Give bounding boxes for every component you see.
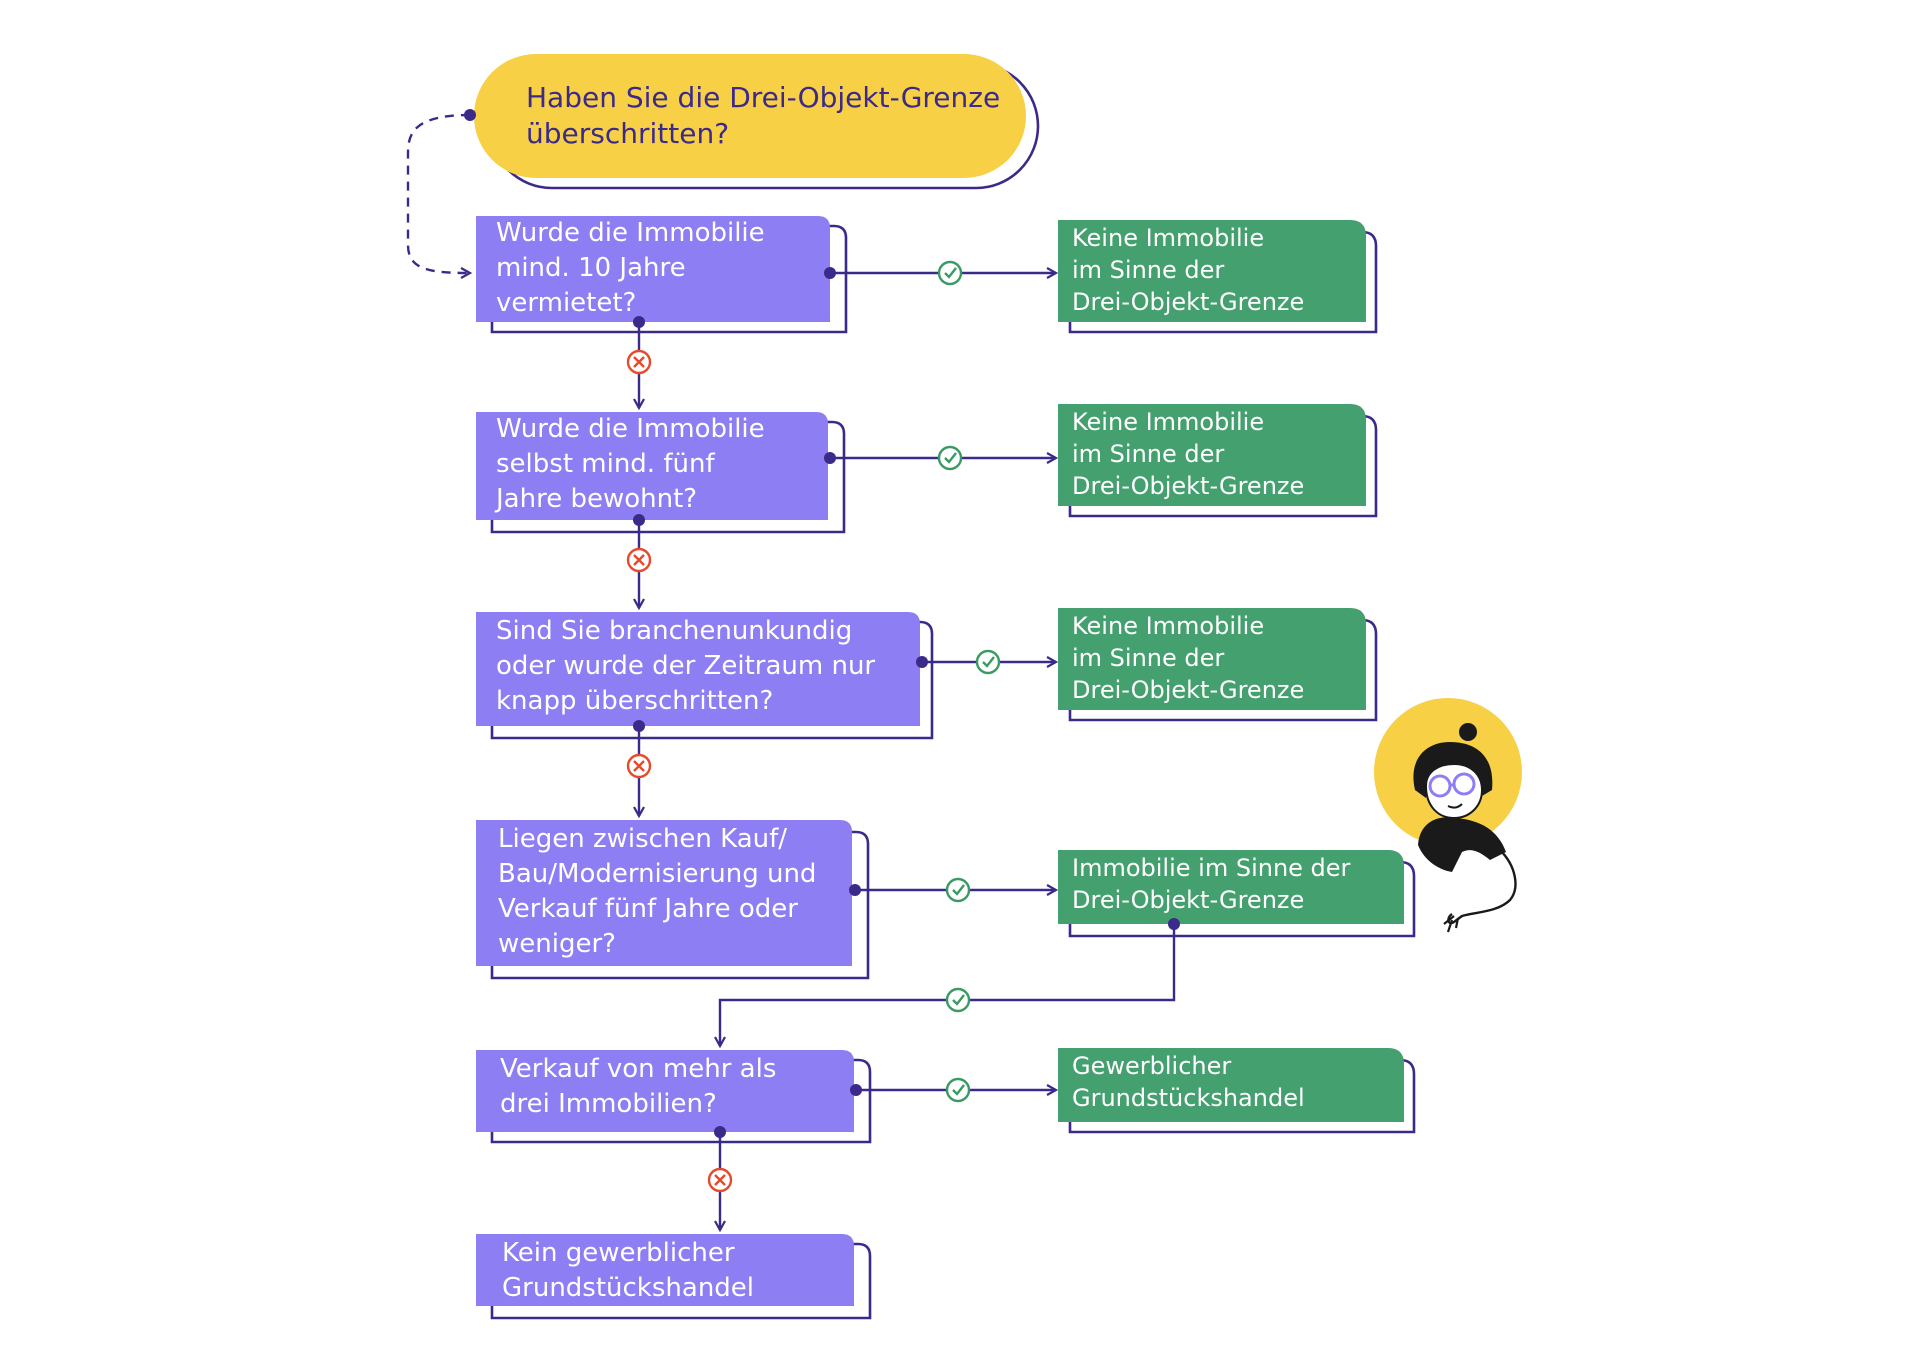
no-cross-icon <box>626 547 652 573</box>
result-r4-text: Immobilie im Sinne der Drei-Objekt-Grenz… <box>1072 852 1350 916</box>
question-node-q2 <box>476 412 846 534</box>
q6-line-1: Kein gewerblicher <box>502 1238 735 1268</box>
q1-line-1: Wurde die Immobilie <box>496 218 765 248</box>
q2-line-3: Jahre bewohnt? <box>496 484 698 514</box>
q4-line-2: Bau/Modernisierung und <box>498 859 817 889</box>
start-line-2: überschritten? <box>526 117 730 150</box>
question-q4-text: Liegen zwischen Kauf/ Bau/Modernisierung… <box>498 822 816 962</box>
question-node-q4 <box>476 820 870 980</box>
q1-line-3: vermietet? <box>496 288 637 318</box>
q4-line-4: weniger? <box>498 929 616 959</box>
start-node <box>474 54 1040 190</box>
result-node-r2 <box>1058 404 1378 518</box>
q1-line-2: mind. 10 Jahre <box>496 253 686 283</box>
question-node-q1 <box>476 216 848 334</box>
question-node-q3 <box>476 612 934 740</box>
q2-line-1: Wurde die Immobilie <box>496 414 765 444</box>
q4-line-3: Verkauf fünf Jahre oder <box>498 894 798 924</box>
yes-check-icon <box>937 445 963 471</box>
edge-start-q1 <box>406 113 470 273</box>
r5-line-1: Gewerblicher <box>1072 1052 1232 1080</box>
start-node-text: Haben Sie die Drei-Objekt-Grenze übersch… <box>526 80 1000 152</box>
q3-line-3: knapp überschritten? <box>496 686 774 716</box>
yes-check-icon <box>945 1077 971 1103</box>
yes-check-icon <box>937 260 963 286</box>
result-r3-text: Keine Immobilie im Sinne der Drei-Objekt… <box>1072 610 1304 706</box>
yes-check-icon <box>945 987 971 1013</box>
result-node-r4 <box>1058 850 1416 938</box>
r4-line-2: Drei-Objekt-Grenze <box>1072 886 1305 914</box>
r2-line-2: im Sinne der <box>1072 440 1225 468</box>
result-node-r5 <box>1058 1048 1416 1134</box>
q5-line-2: drei Immobilien? <box>500 1089 717 1119</box>
start-line-1: Haben Sie die Drei-Objekt-Grenze <box>526 81 1001 114</box>
no-cross-icon <box>626 349 652 375</box>
r1-line-2: im Sinne der <box>1072 256 1225 284</box>
q2-line-2: selbst mind. fünf <box>496 449 715 479</box>
final-q6-text: Kein gewerblicher Grundstückshandel <box>502 1236 754 1306</box>
q5-line-1: Verkauf von mehr als <box>500 1054 777 1084</box>
result-r1-text: Keine Immobilie im Sinne der Drei-Objekt… <box>1072 222 1304 318</box>
result-r2-text: Keine Immobilie im Sinne der Drei-Objekt… <box>1072 406 1304 502</box>
r2-line-3: Drei-Objekt-Grenze <box>1072 472 1305 500</box>
result-node-r1 <box>1058 220 1378 334</box>
r3-line-1: Keine Immobilie <box>1072 612 1265 640</box>
r1-line-1: Keine Immobilie <box>1072 224 1265 252</box>
no-cross-icon <box>707 1167 733 1193</box>
r4-line-1: Immobilie im Sinne der <box>1072 854 1351 882</box>
woman-with-glasses-pointing-illustration <box>1374 698 1522 933</box>
question-q5-text: Verkauf von mehr als drei Immobilien? <box>500 1052 776 1122</box>
q3-line-2: oder wurde der Zeitraum nur <box>496 651 876 681</box>
question-q2-text: Wurde die Immobilie selbst mind. fünf Ja… <box>496 412 765 517</box>
result-r5-text: Gewerblicher Grundstückshandel <box>1072 1050 1305 1114</box>
q6-line-2: Grundstückshandel <box>502 1273 755 1303</box>
question-q1-text: Wurde die Immobilie mind. 10 Jahre vermi… <box>496 216 765 321</box>
r2-line-1: Keine Immobilie <box>1072 408 1265 436</box>
r3-line-3: Drei-Objekt-Grenze <box>1072 676 1305 704</box>
q4-line-1: Liegen zwischen Kauf/ <box>498 824 788 854</box>
r1-line-3: Drei-Objekt-Grenze <box>1072 288 1305 316</box>
r3-line-2: im Sinne der <box>1072 644 1225 672</box>
yes-check-icon <box>975 649 1001 675</box>
no-cross-icon <box>626 753 652 779</box>
q3-line-1: Sind Sie branchenunkundig <box>496 616 853 646</box>
connector-dots <box>464 109 1180 1138</box>
yes-check-icon <box>945 877 971 903</box>
question-q3-text: Sind Sie branchenunkundig oder wurde der… <box>496 614 875 719</box>
question-node-q5 <box>476 1050 872 1144</box>
final-node-q6 <box>476 1234 872 1320</box>
r5-line-2: Grundstückshandel <box>1072 1084 1305 1112</box>
result-node-r3 <box>1058 608 1378 722</box>
